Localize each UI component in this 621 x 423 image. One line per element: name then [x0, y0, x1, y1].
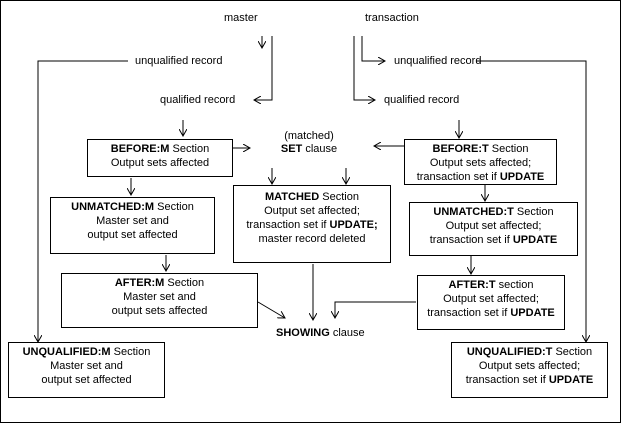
arrow-unqualified-m — [38, 60, 128, 342]
after-t-line2: Output set affected; — [443, 293, 539, 305]
after-m-line3: output sets affected — [111, 305, 208, 317]
set-clause-matched: (matched) — [284, 130, 334, 142]
label-master: master — [224, 12, 258, 24]
before-m-keyword: BEFORE:M — [110, 143, 170, 155]
set-keyword: SET — [280, 143, 303, 155]
before-t-line2: Output sets affected; — [429, 157, 532, 169]
after-t-box: AFTER:T section Output set affected; tra… — [417, 275, 565, 330]
after-t-line3-keyword: UPDATE — [510, 307, 555, 319]
showing-clause-rest: clause — [332, 327, 365, 339]
unqualified-m-line2: Master set and — [50, 360, 123, 372]
unqualified-t-line2: Output sets affected; — [478, 360, 581, 372]
matched-keyword: MATCHED — [265, 191, 320, 203]
set-clause-label: (matched) SET clause — [276, 130, 342, 156]
after-t-rest: section — [498, 279, 534, 291]
label-qualified-right: qualified record — [384, 94, 460, 106]
unqualified-m-keyword: UNQUALIFIED:M — [22, 346, 111, 358]
unqualified-m-box: UNQUALIFIED:M Section Master set and out… — [8, 342, 165, 398]
unqualified-t-box: UNQUALIFIED:T Section Output sets affect… — [451, 342, 608, 398]
unqualified-t-line3-text: transaction set if — [465, 374, 546, 386]
matched-line4: master record deleted — [258, 233, 366, 245]
arrow-after-m-showing — [257, 301, 285, 318]
after-m-keyword: AFTER:M — [114, 277, 165, 289]
unmatched-t-line3-keyword: UPDATE — [512, 234, 558, 246]
before-t-line3-keyword: UPDATE — [499, 171, 545, 183]
matched-line2: Output set affected; — [264, 205, 360, 217]
after-m-rest: Section — [167, 277, 205, 289]
arrow-unqualified-t — [476, 60, 586, 342]
unqualified-m-line3: output set affected — [41, 374, 132, 386]
unmatched-t-line2: Output set affected; — [445, 220, 542, 232]
before-t-line3-text: transaction set if — [416, 171, 497, 183]
showing-keyword: SHOWING — [276, 327, 330, 339]
unmatched-m-keyword: UNMATCHED:M — [71, 201, 155, 213]
unqualified-t-rest: Section — [555, 346, 593, 358]
matched-line3-text: transaction set if — [246, 219, 327, 231]
before-t-box: BEFORE:T Section Output sets affected; t… — [404, 139, 557, 185]
before-t-keyword: BEFORE:T — [432, 143, 489, 155]
unmatched-m-line2: Master set and — [96, 215, 169, 227]
matched-line3-keyword: UPDATE; — [329, 219, 378, 231]
set-clause-text: SET clause — [276, 143, 342, 156]
label-unqualified-left: unqualified record — [135, 55, 223, 67]
before-m-box: BEFORE:M Section Output sets affected — [87, 139, 233, 177]
unmatched-t-rest: Section — [516, 206, 554, 218]
unmatched-t-keyword: UNMATCHED:T — [433, 206, 514, 218]
unmatched-m-rest: Section — [157, 201, 194, 213]
matched-rest: Section — [322, 191, 359, 203]
arrow-master-qualified-2 — [254, 36, 273, 100]
before-t-rest: Section — [491, 143, 529, 155]
unqualified-m-rest: Section — [113, 346, 151, 358]
arrow-after-t-showing — [335, 301, 348, 318]
after-t-line3-text: transaction set if — [427, 307, 508, 319]
label-unqualified-right: unqualified record — [394, 55, 482, 67]
unmatched-m-box: UNMATCHED:M Section Master set and outpu… — [50, 197, 215, 254]
unqualified-t-line3-keyword: UPDATE — [548, 374, 594, 386]
before-m-line2: Output sets affected — [110, 157, 210, 169]
label-qualified-left: qualified record — [160, 94, 236, 106]
before-m-rest: Section — [172, 143, 210, 155]
arrow-trans-qualified — [353, 36, 375, 100]
unmatched-t-box: UNMATCHED:T Section Output set affected;… — [409, 202, 578, 256]
set-clause-rest: clause — [305, 143, 338, 155]
after-m-line2: Master set and — [123, 291, 196, 303]
after-t-keyword: AFTER:T — [448, 279, 496, 291]
after-m-box: AFTER:M Section Master set and output se… — [61, 273, 258, 328]
label-transaction: transaction — [365, 12, 419, 24]
arrow-trans-unqualified — [361, 36, 385, 61]
showing-clause-label: SHOWING clause — [276, 327, 365, 340]
unmatched-t-line3-text: transaction set if — [429, 234, 510, 246]
matched-box: MATCHED Section Output set affected; tra… — [233, 185, 391, 263]
unqualified-t-keyword: UNQUALIFIED:T — [466, 346, 553, 358]
unmatched-m-line3: output set affected — [87, 229, 178, 241]
